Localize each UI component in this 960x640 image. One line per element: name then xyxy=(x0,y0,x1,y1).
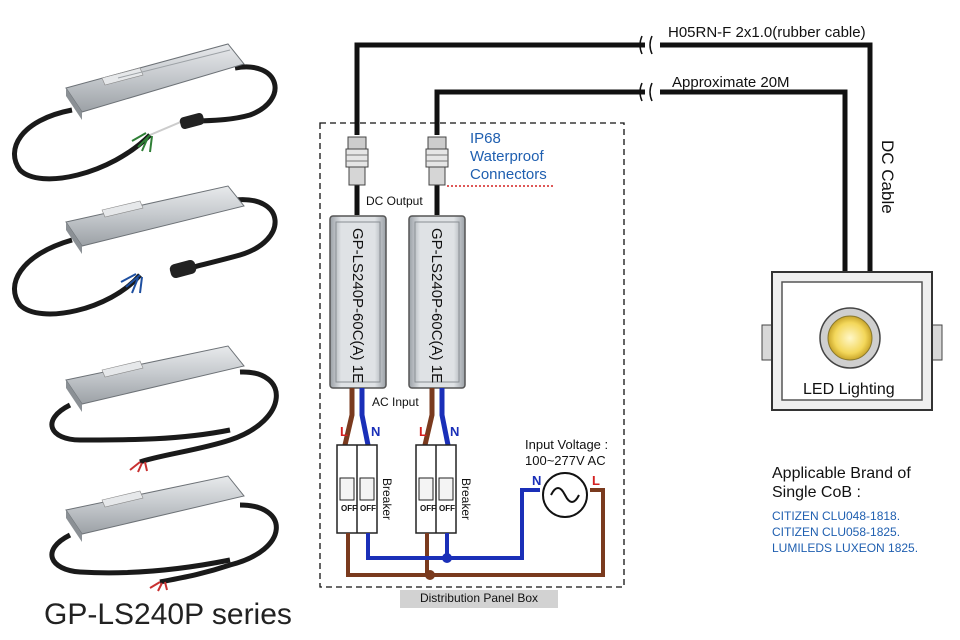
ip68-label-line2: Waterproof xyxy=(470,148,544,165)
cable-break-marks xyxy=(639,35,653,102)
series-title: GP-LS240P series xyxy=(44,598,292,631)
breaker-2-neutral-terminal: N xyxy=(450,424,460,439)
breaker-1-off-left: OFF xyxy=(341,504,357,513)
breaker-2-off-right: OFF xyxy=(439,504,455,513)
ac-input-label: AC Input xyxy=(372,395,419,409)
ip68-label-line3: Connectors xyxy=(470,166,547,183)
led-lighting-label: LED Lighting xyxy=(803,381,895,398)
driver-product-photo xyxy=(49,475,279,592)
driver-1-model: GP-LS240P-60C(A) 1E xyxy=(349,228,366,384)
breaker-2-off-left: OFF xyxy=(420,504,436,513)
input-voltage-label-line1: Input Voltage : xyxy=(525,437,609,452)
cable-spec-label: H05RN-F 2x1.0(rubber cable) xyxy=(668,24,866,41)
led-driver-1 xyxy=(329,215,387,389)
driver-product-photo xyxy=(49,345,279,473)
source-line-terminal: L xyxy=(592,473,600,488)
driver-product-photo xyxy=(12,43,278,182)
brand-item-3: LUMILEDS LUXEON 1825. xyxy=(772,541,919,555)
dc-cable-label: DC Cable xyxy=(878,140,897,214)
panel-box-label: Distribution Panel Box xyxy=(419,591,539,605)
input-voltage-label-line2: 100~277V AC xyxy=(525,453,606,468)
neutral-junction-dot xyxy=(442,553,452,563)
waterproof-connector-icon xyxy=(425,136,449,186)
breaker-icon xyxy=(336,444,378,534)
line-junction-dot xyxy=(425,570,435,580)
source-neutral-terminal: N xyxy=(532,473,542,488)
breaker-1-neutral-terminal: N xyxy=(371,424,381,439)
breaker-2-label: Breaker xyxy=(459,478,473,521)
breaker-1-label: Breaker xyxy=(380,478,394,521)
brand-item-2: CITIZEN CLU058-1825. xyxy=(772,525,901,539)
ac-source-icon xyxy=(542,472,588,518)
ip68-label-line1: IP68 xyxy=(470,130,501,147)
brand-heading-line2: Single CoB : xyxy=(772,484,861,501)
led-lamp-icon xyxy=(761,271,943,411)
driver-product-photo xyxy=(12,185,278,317)
led-driver-2 xyxy=(408,215,466,389)
dc-cable-wires xyxy=(354,42,873,280)
ac-input-wires xyxy=(342,388,451,446)
breaker-icon xyxy=(415,444,457,534)
brand-heading-line1: Applicable Brand of xyxy=(772,465,911,482)
driver-2-model: GP-LS240P-60C(A) 1E xyxy=(428,228,445,384)
cable-length-label: Approximate 20M xyxy=(672,74,790,91)
breaker-1-off-right: OFF xyxy=(360,504,376,513)
panel-box-caption-bg xyxy=(400,590,558,608)
dc-output-label: DC Output xyxy=(366,194,423,208)
waterproof-connector-icon xyxy=(345,136,369,186)
brand-item-1: CITIZEN CLU048-1818. xyxy=(772,509,901,523)
breaker-2-line-terminal: L xyxy=(419,424,427,439)
distribution-panel-box xyxy=(319,122,625,588)
breaker-1-line-terminal: L xyxy=(340,424,348,439)
